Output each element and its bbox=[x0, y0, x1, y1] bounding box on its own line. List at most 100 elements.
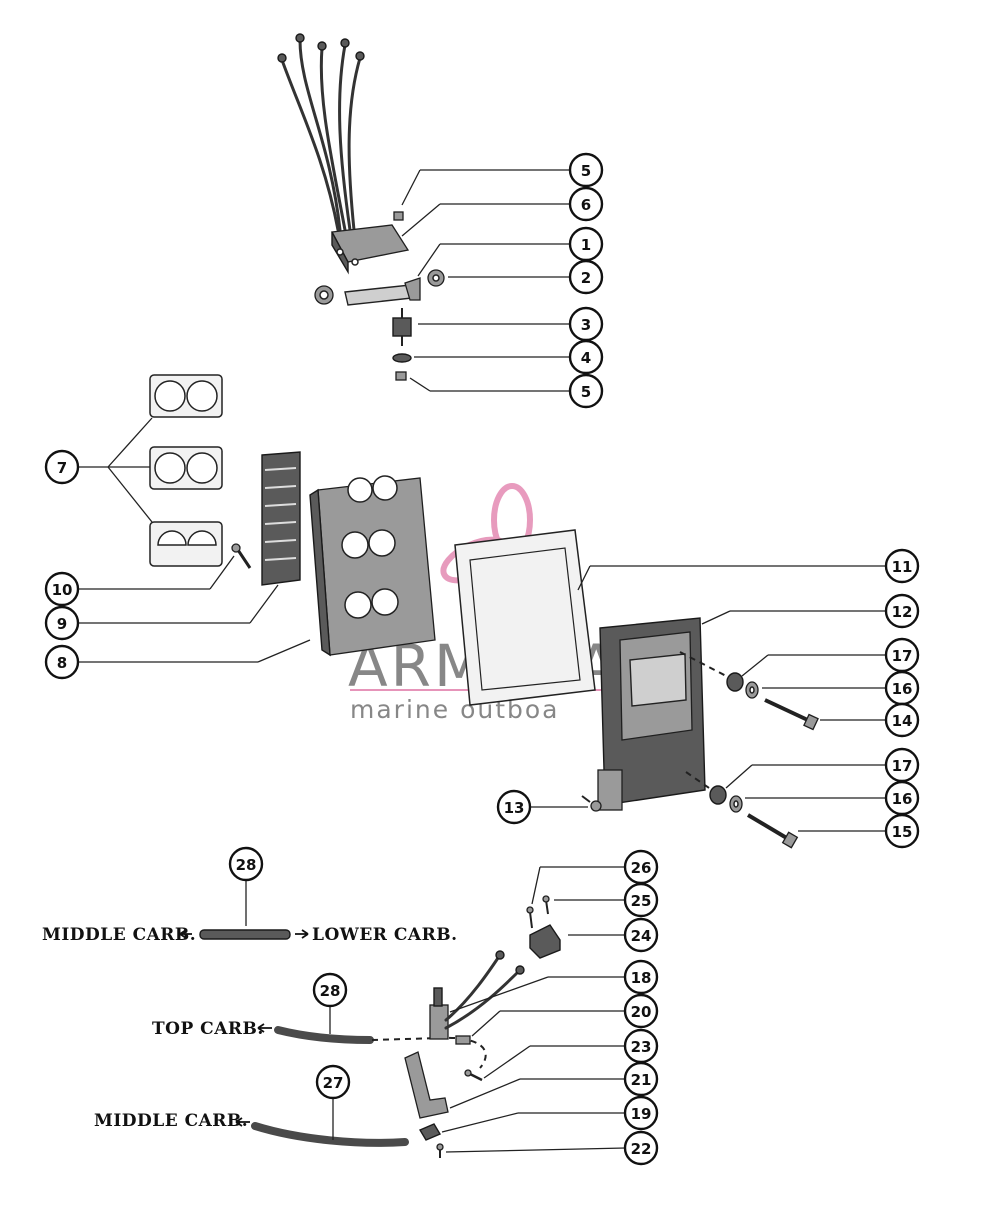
grommet-17a bbox=[726, 672, 744, 692]
callout-number: 25 bbox=[631, 892, 652, 910]
screw-15 bbox=[746, 813, 799, 849]
callout-1: 1 bbox=[568, 226, 604, 262]
callout-number: 7 bbox=[57, 459, 67, 477]
callout-5-bottom: 5 bbox=[568, 373, 604, 409]
callout-2: 2 bbox=[568, 259, 604, 295]
callout-21: 21 bbox=[623, 1061, 659, 1097]
callout-5-top: 5 bbox=[568, 152, 604, 188]
callout-20: 20 bbox=[623, 993, 659, 1029]
gasket-7-top bbox=[149, 374, 223, 418]
callout-12: 12 bbox=[884, 593, 920, 629]
top-carb-label: TOP CARB. bbox=[152, 1019, 264, 1039]
callout-number: 5 bbox=[581, 162, 591, 180]
callout-24: 24 bbox=[623, 917, 659, 953]
callout-10: 10 bbox=[44, 571, 80, 607]
callout-25: 25 bbox=[623, 882, 659, 918]
screw-13 bbox=[581, 795, 602, 812]
fitting-19 bbox=[418, 1123, 442, 1141]
arrow-left-icon bbox=[179, 929, 192, 939]
adapter-plate-8 bbox=[309, 475, 436, 657]
callout-17-bottom: 17 bbox=[884, 747, 920, 783]
grommet-left bbox=[314, 285, 334, 305]
callout-number: 16 bbox=[892, 790, 913, 808]
fuel-valve-18 bbox=[429, 950, 525, 1040]
hose-27 bbox=[251, 1122, 409, 1147]
callout-number: 11 bbox=[892, 558, 913, 576]
callout-number: 19 bbox=[631, 1105, 652, 1123]
callout-number: 28 bbox=[320, 982, 341, 1000]
nut-5-top bbox=[393, 211, 404, 221]
callout-7: 7 bbox=[44, 449, 80, 485]
callout-number: 18 bbox=[631, 969, 652, 987]
callout-28-top: 28 bbox=[228, 846, 264, 882]
callout-16-bottom: 16 bbox=[884, 780, 920, 816]
arrow-left-icon bbox=[235, 1117, 250, 1127]
callout-4: 4 bbox=[568, 339, 604, 375]
hose-28-middle bbox=[274, 1026, 374, 1044]
cover-12 bbox=[597, 617, 706, 811]
callout-14: 14 bbox=[884, 702, 920, 738]
callout-17-top: 17 bbox=[884, 637, 920, 673]
callout-11: 11 bbox=[884, 548, 920, 584]
screw-14 bbox=[764, 698, 819, 731]
callout-number: 23 bbox=[631, 1038, 652, 1056]
callout-number: 27 bbox=[323, 1074, 344, 1092]
washer-16b bbox=[729, 795, 743, 813]
middle-carb-label-2: MIDDLE CARB. bbox=[94, 1111, 248, 1131]
nut-5-bottom bbox=[395, 371, 407, 381]
callout-19: 19 bbox=[623, 1095, 659, 1131]
callout-number: 26 bbox=[631, 859, 652, 877]
callout-number: 1 bbox=[581, 236, 591, 254]
leader-lines bbox=[78, 169, 885, 1153]
screw-10 bbox=[231, 543, 252, 569]
callout-number: 28 bbox=[236, 856, 257, 874]
gasket-7-bottom bbox=[149, 521, 223, 567]
callout-23: 23 bbox=[623, 1028, 659, 1064]
spring-20 bbox=[455, 1035, 471, 1045]
washer-16a bbox=[745, 681, 759, 699]
arrow-right-icon bbox=[295, 929, 309, 939]
screw-23 bbox=[464, 1069, 483, 1082]
callout-number: 3 bbox=[581, 316, 591, 334]
grommet-17b bbox=[709, 785, 727, 805]
arrow-left-icon bbox=[257, 1023, 272, 1033]
callout-8: 8 bbox=[44, 644, 80, 680]
callout-15: 15 bbox=[884, 813, 920, 849]
callout-22: 22 bbox=[623, 1130, 659, 1166]
callout-number: 13 bbox=[504, 799, 525, 817]
callout-27: 27 bbox=[315, 1064, 351, 1100]
callout-3: 3 bbox=[568, 306, 604, 342]
callout-number: 5 bbox=[581, 383, 591, 401]
callout-number: 20 bbox=[631, 1003, 652, 1021]
hose-routing-27: MIDDLE CARB. bbox=[94, 1111, 250, 1131]
callout-number: 2 bbox=[581, 269, 591, 287]
callout-number: 15 bbox=[892, 823, 913, 841]
mounting-block bbox=[330, 224, 410, 275]
callout-13: 13 bbox=[496, 789, 532, 825]
callout-9: 9 bbox=[44, 605, 80, 641]
callout-number: 6 bbox=[581, 196, 591, 214]
callout-number: 14 bbox=[892, 712, 913, 730]
callout-28-middle: 28 bbox=[312, 972, 348, 1008]
callout-number: 17 bbox=[892, 757, 913, 775]
clamp-24 bbox=[529, 924, 561, 959]
callout-number: 24 bbox=[631, 927, 652, 945]
mount-3 bbox=[392, 308, 412, 346]
callout-6: 6 bbox=[568, 186, 604, 222]
callout-number: 12 bbox=[892, 603, 913, 621]
callout-number: 10 bbox=[52, 581, 73, 599]
lower-carb-label: LOWER CARB. bbox=[312, 925, 458, 945]
grommet-2 bbox=[427, 269, 445, 287]
gasket-7-middle bbox=[149, 446, 223, 490]
hose-routing-28-top: MIDDLE CARB. LOWER CARB. bbox=[42, 925, 458, 945]
callout-number: 21 bbox=[631, 1071, 652, 1089]
reed-stack-9 bbox=[261, 451, 301, 586]
washer-4 bbox=[392, 353, 412, 363]
callout-16-top: 16 bbox=[884, 670, 920, 706]
callout-number: 4 bbox=[581, 349, 591, 367]
bracket-21 bbox=[404, 1051, 449, 1119]
callout-number: 17 bbox=[892, 647, 913, 665]
middle-carb-label-1: MIDDLE CARB. bbox=[42, 925, 196, 945]
callout-26: 26 bbox=[623, 849, 659, 885]
hose-28-top bbox=[199, 929, 291, 940]
